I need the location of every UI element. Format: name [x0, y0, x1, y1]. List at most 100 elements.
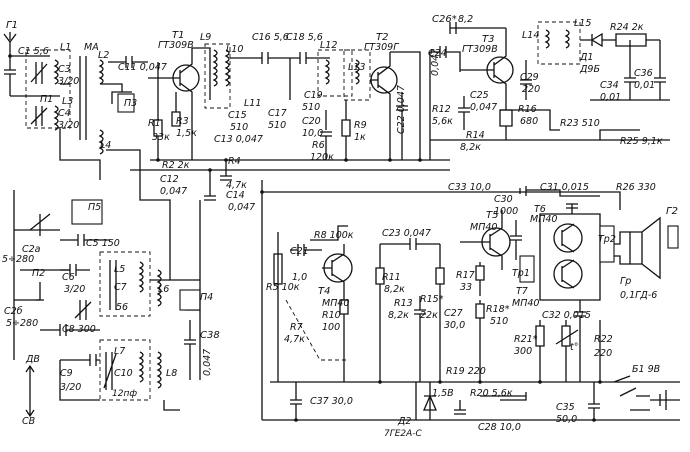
label-l6: L6 [158, 284, 169, 295]
switch-p4 [179, 289, 201, 311]
label-r13: R13 [394, 298, 413, 309]
label-c7-value: 56 [116, 302, 128, 313]
label-r1-value: 33к [152, 132, 170, 143]
label-r6: R6 [312, 140, 325, 151]
label-l14: L14 [522, 30, 539, 41]
antenna-input-section: Г1 С1 5,6 L1 МА С3 3/20 П1 L3 С4 3/20 L2… [3, 20, 200, 281]
label-tr2: Тр2 [598, 234, 616, 245]
label-c37: С37 30,0 [310, 396, 353, 407]
label-r18-value: 510 [490, 316, 508, 327]
label-p1: П1 [40, 94, 53, 105]
label-c12-value: 0,047 [160, 186, 187, 197]
label-r9: R9 [354, 120, 367, 131]
label-r5: R5 10к [266, 282, 300, 293]
label-gr-type: 0,1ГД-6 [620, 290, 657, 301]
label-c14-value: 0,047 [228, 202, 255, 213]
label-c34-value: 0,01 [600, 92, 621, 103]
label-c21-value: 1,0 [292, 272, 307, 283]
label-r25: R25 9,1к [620, 136, 663, 147]
label-r17-value: 33 [460, 282, 472, 293]
label-c34: С34 [600, 80, 619, 91]
label-c11: С11 0,047 [118, 62, 167, 73]
label-c7: С7 [114, 282, 127, 293]
label-r15: R15* [420, 294, 444, 305]
label-r22: R22 [594, 334, 613, 345]
label-c30: С30 [494, 194, 513, 205]
label-r15-value: 22к [420, 310, 438, 321]
label-c27-value: 30,0 [444, 320, 465, 331]
label-r16-value: 680 [520, 116, 538, 127]
label-c32: С32 0,015 [542, 310, 591, 321]
stage-t3-detector: С26* 8,2 С24 0,047 Т3 ГТ309В R12 5,6к С2… [428, 14, 670, 153]
label-c24: С24 [428, 48, 447, 59]
label-c14: С14 [226, 190, 245, 201]
label-c10: С10 [114, 368, 133, 379]
label-c10-value: 12пф [112, 389, 137, 399]
label-c27: С27 [444, 308, 463, 319]
label-r7-value: 4,7к [284, 334, 305, 345]
transformer-tr1 [519, 255, 535, 283]
label-r7: R7 [290, 322, 303, 333]
label-c2a-value: 5÷280 [2, 254, 34, 265]
label-t6: Т6 [534, 204, 546, 215]
label-r12-value: 5,6к [432, 116, 453, 127]
label-r21-value: 300 [514, 346, 532, 357]
label-c21: С21 [290, 246, 309, 257]
label-c35-value: 50,0 [556, 414, 577, 425]
label-c2a: С2а [22, 244, 41, 255]
label-t4: Т4 [318, 286, 330, 297]
label-r18: R18* [486, 304, 510, 315]
label-c24-value: 0,047 [430, 49, 441, 76]
label-c36-value: 0,01 [634, 80, 655, 91]
label-c8: С8 300 [62, 324, 96, 335]
label-t5: Т5 [486, 210, 498, 221]
stage-t1: Т1 ГТ309В R1 33к R3 1,5к R2 2к С12 0,047… [130, 30, 330, 213]
label-c20: С20 [302, 116, 321, 127]
label-c28: С28 10,0 [478, 422, 521, 433]
label-c9: С9 [60, 368, 73, 379]
stage-t2: С18 5,6 С19 510 L12 L13 С20 10,0 R6 120к… [286, 32, 450, 171]
label-c4-value: 3/20 [58, 120, 79, 131]
label-c30-value: 1000 [494, 206, 518, 217]
label-p4: П4 [200, 292, 213, 303]
label-c15-value: 510 [230, 122, 248, 133]
label-r19: R19 220 [446, 366, 486, 377]
label-d2: Д2 [397, 416, 411, 427]
label-r22-value: 220 [594, 348, 612, 359]
label-g1: Г1 [6, 20, 18, 31]
label-b1: Б1 9В [632, 364, 660, 375]
label-dv: ДВ [25, 354, 40, 365]
label-r6-value: 120к [310, 152, 334, 163]
label-r23: R23 510 [560, 118, 600, 129]
label-l9: L9 [200, 32, 211, 43]
label-d2-type: 7ГЕ2А-С [384, 429, 423, 439]
label-l7: L7 [114, 346, 125, 357]
label-c9-value: 3/20 [60, 382, 81, 393]
label-c26: С26* [432, 14, 457, 25]
label-d1: Д1 [579, 52, 593, 63]
label-c33: С33 10,0 [448, 182, 491, 193]
label-l10: L10 [226, 44, 243, 55]
label-c35: С35 [556, 402, 575, 413]
headphone-jack-g2 [667, 225, 679, 249]
label-c36: С36 [634, 68, 653, 79]
antenna-g1-icon [3, 32, 17, 44]
label-l2: L2 [98, 50, 109, 61]
label-t3-type: ГТ309В [462, 44, 498, 55]
label-c25: С25 [470, 90, 489, 101]
label-r4: R4 [228, 156, 241, 167]
label-t5-type: МП40 [470, 222, 497, 233]
label-t4-type: МП40 [322, 298, 349, 309]
label-c17-value: 510 [268, 120, 286, 131]
label-c2b: С2б [4, 306, 23, 317]
label-l1: L1 [60, 42, 71, 53]
label-p3: П3 [124, 98, 137, 109]
label-c5: С5 150 [86, 238, 120, 249]
switch-p5 [71, 199, 103, 225]
label-l5: L5 [114, 264, 125, 275]
label-c3-value: 3/20 [58, 76, 79, 87]
label-c15: С15 [228, 110, 247, 121]
label-r12: R12 [432, 104, 451, 115]
label-r17: R17 [456, 270, 475, 281]
